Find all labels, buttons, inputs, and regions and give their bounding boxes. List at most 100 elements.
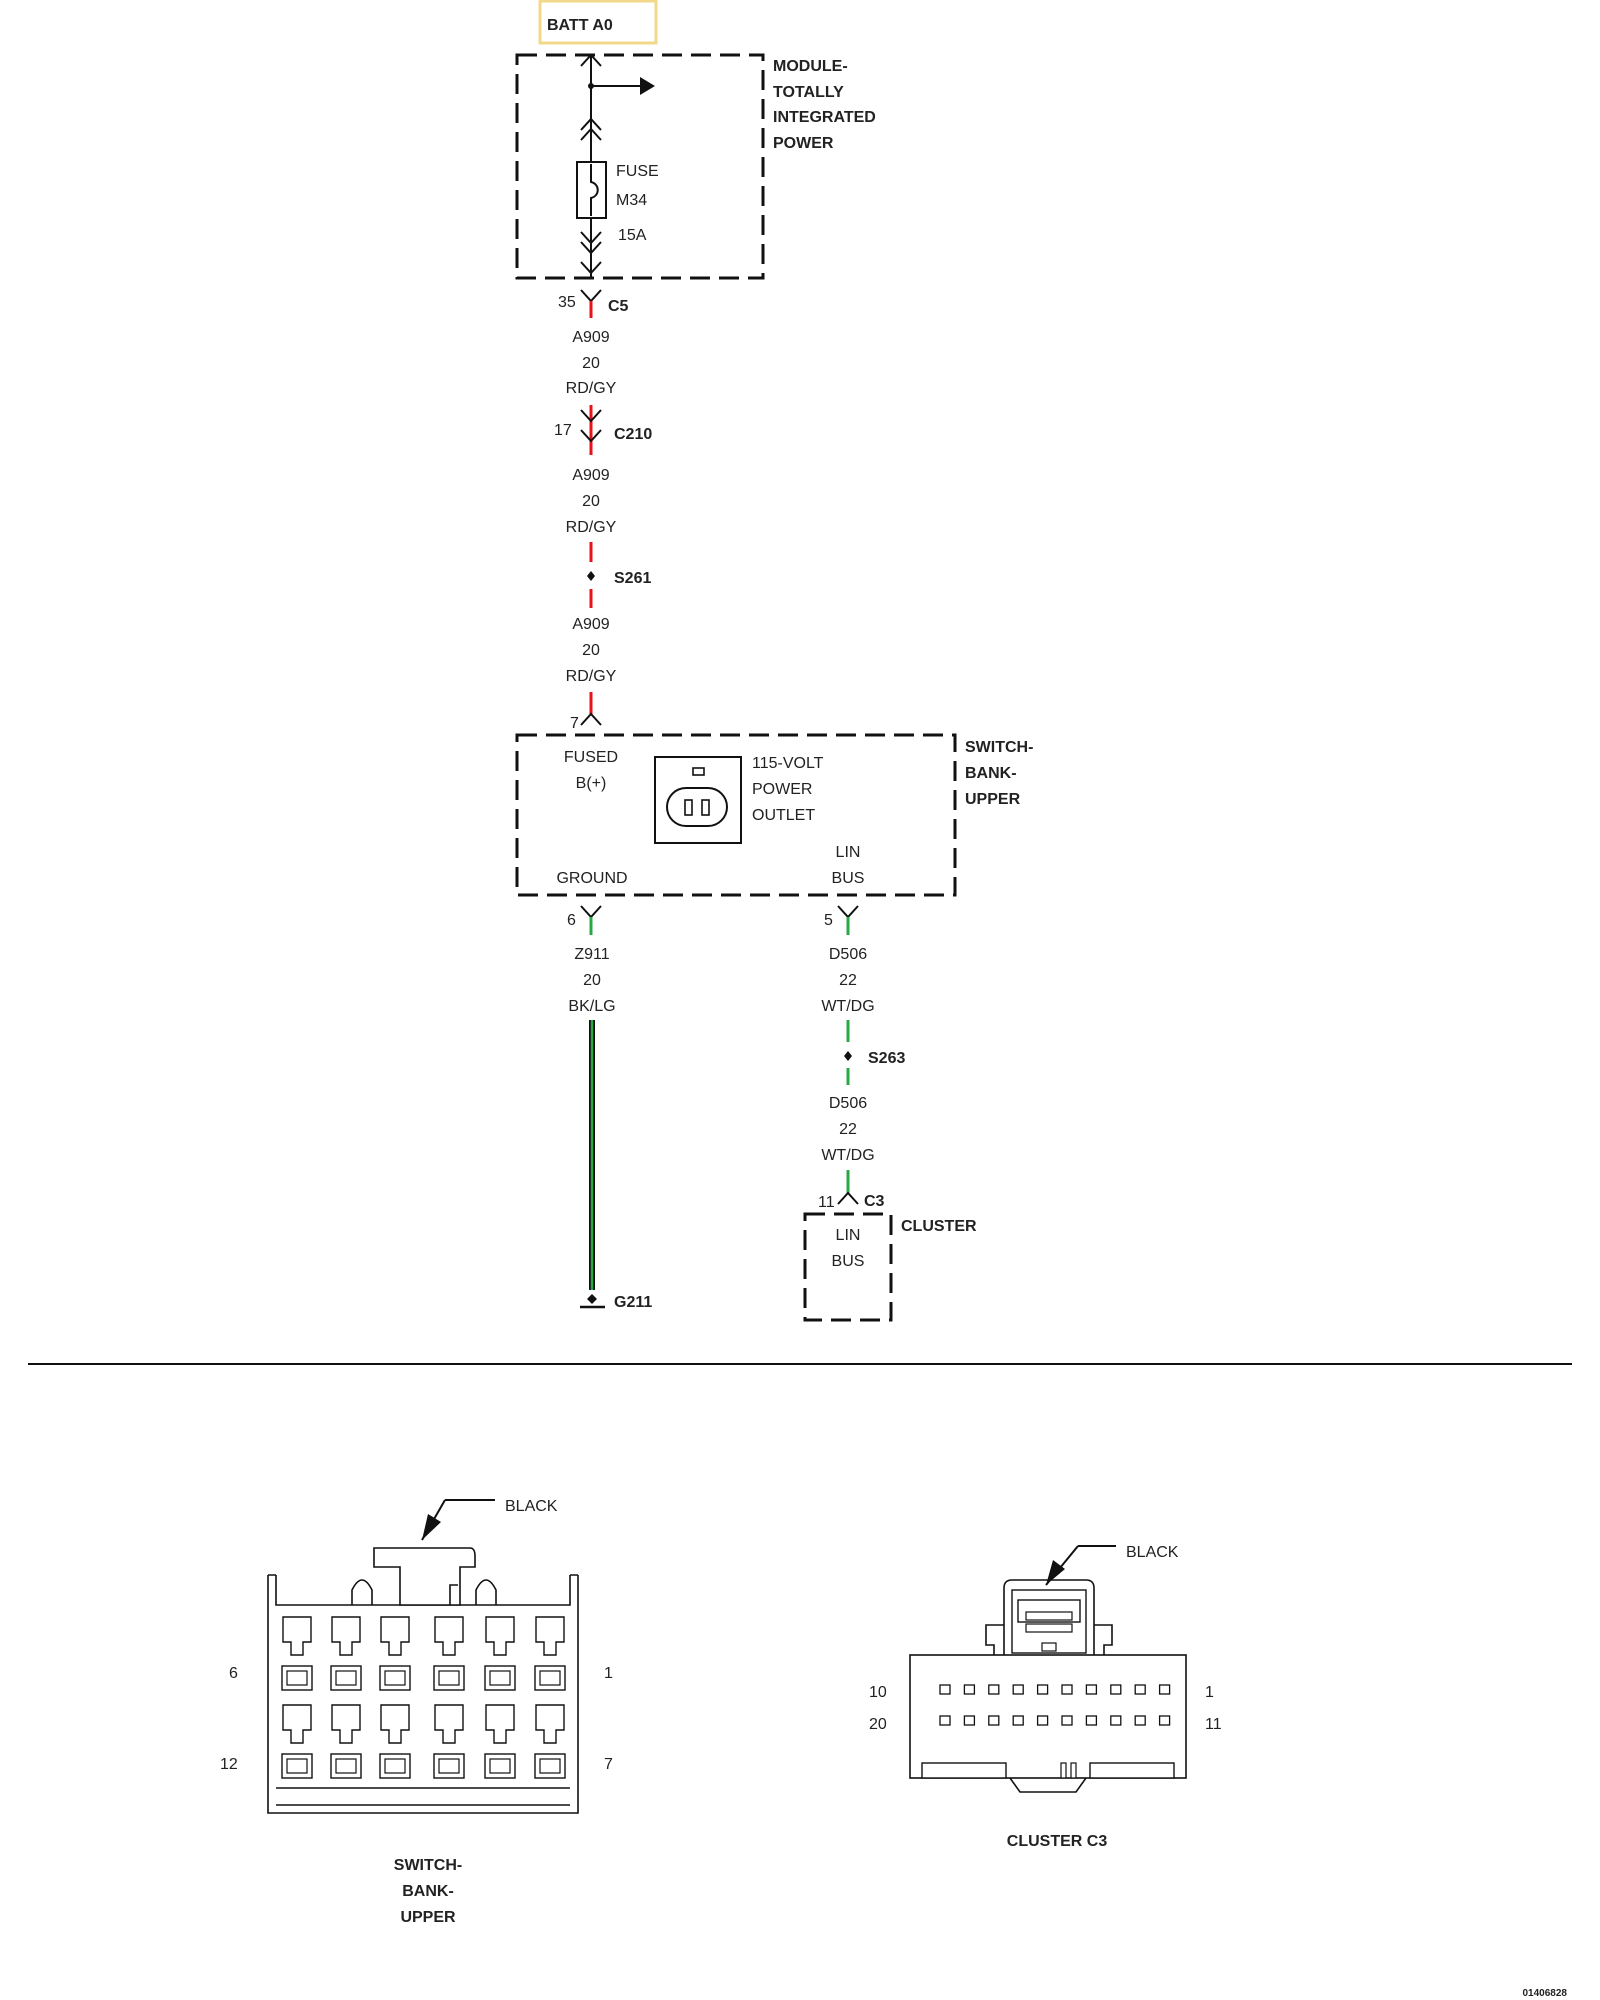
batt-label-box [538, 0, 658, 45]
pin-cavity [1110, 1684, 1122, 1695]
pin-cavity [939, 1715, 951, 1726]
switch-bank-upper-box [515, 733, 957, 897]
connector-c3-icon [837, 1191, 859, 1205]
pin-cavity [1036, 1684, 1049, 1695]
module-title-3: INTEGRATED [773, 109, 876, 126]
left-connector-color: BLACK [505, 1498, 558, 1515]
pin-cavity [988, 1684, 1000, 1695]
cluster-connector: C3 [864, 1193, 885, 1210]
wire-a909-circuit-1: A909 [572, 329, 609, 346]
right-caption: CLUSTER C3 [1007, 1833, 1108, 1850]
module-title-1: MODULE- [773, 58, 848, 75]
pin-cavity [379, 1704, 411, 1779]
pin-cavity [963, 1684, 976, 1695]
pin-cavity [1158, 1684, 1171, 1695]
cluster-c3-pin-grid [939, 1684, 1171, 1726]
pin-cavity [1061, 1684, 1073, 1695]
connector-sb-pin7-icon [580, 712, 602, 726]
pin-cavity [1012, 1715, 1024, 1726]
pin-cavity [484, 1616, 516, 1691]
left-caption-1: SWITCH- [394, 1857, 462, 1874]
wire-z911-circuit: Z911 [574, 946, 609, 963]
left-caption-3: UPPER [400, 1909, 456, 1926]
sb-fused-1: FUSED [564, 749, 618, 766]
cluster-lin-2: BUS [832, 1253, 865, 1270]
g211-name: G211 [614, 1294, 652, 1311]
pin-cavity [330, 1704, 362, 1779]
sb-ground: GROUND [556, 870, 627, 887]
c210-pin: 17 [554, 422, 572, 439]
splice-s261-icon [587, 571, 595, 581]
pin-cavity [1134, 1715, 1146, 1726]
wire-a909-gauge-1: 20 [582, 355, 600, 372]
s261-name: S261 [614, 570, 651, 587]
fuse-label: FUSE [616, 163, 659, 180]
sb-pin-in: 7 [570, 715, 579, 732]
wire-d506-circuit-2: D506 [829, 1095, 867, 1112]
sb-pin-ground: 6 [567, 912, 576, 929]
pin-cavity [534, 1704, 566, 1779]
connector-c210-icon [580, 409, 602, 423]
pin-cavity [963, 1715, 976, 1726]
s263-name: S263 [868, 1050, 905, 1067]
left-pin-12: 12 [220, 1756, 238, 1773]
wire-z911-color: BK/LG [568, 998, 615, 1015]
cluster-pin: 11 [818, 1194, 835, 1211]
pin-cavity [281, 1704, 313, 1779]
cluster-box [803, 1212, 893, 1322]
pin-cavity [433, 1616, 465, 1691]
wire-d506-gauge-2: 22 [839, 1121, 857, 1138]
right-pin-20: 20 [869, 1716, 887, 1733]
right-pin-11: 11 [1205, 1716, 1222, 1733]
outlet-label-2: POWER [752, 781, 812, 798]
pin-cavity [1134, 1684, 1146, 1695]
sb-lin-1: LIN [836, 844, 861, 861]
pin-cavity [534, 1616, 566, 1691]
power-outlet-icon [654, 756, 742, 844]
pin-cavity [281, 1616, 313, 1691]
pin-cavity [1085, 1715, 1098, 1726]
figure-id: 01406828 [1523, 1988, 1568, 1999]
pin-cavity [379, 1616, 411, 1691]
wire-a909-gauge-3: 20 [582, 642, 600, 659]
pin-cavity [330, 1616, 362, 1691]
module-tipm-box [515, 53, 765, 280]
fuse-rating: 15A [618, 227, 647, 244]
outlet-label-1: 115-VOLT [752, 755, 824, 772]
wire-d506-color-2: WT/DG [821, 1147, 874, 1164]
wire-d506-gauge-1: 22 [839, 972, 857, 989]
sb-title-3: UPPER [965, 791, 1021, 808]
sb-fused-2: B(+) [576, 775, 607, 792]
wire-a909-circuit-3: A909 [572, 616, 609, 633]
pin-cavity [433, 1704, 465, 1779]
pin-cavity [988, 1715, 1000, 1726]
pin-cavity [1158, 1715, 1171, 1726]
switch-bank-pin-grid [281, 1616, 566, 1779]
right-connector-color: BLACK [1126, 1544, 1179, 1561]
wire-z911-gauge: 20 [583, 972, 601, 989]
wire-a909-color-3: RD/GY [566, 668, 617, 685]
wire-a909-color-1: RD/GY [566, 380, 617, 397]
connector-c5-icon [580, 289, 602, 303]
wire-a909-circuit-2: A909 [572, 467, 609, 484]
sb-lin-2: BUS [832, 870, 865, 887]
left-caption-2: BANK- [402, 1883, 454, 1900]
module-title-2: TOTALLY [773, 84, 844, 101]
left-pin-6: 6 [229, 1665, 238, 1682]
pin-cavity [1061, 1715, 1073, 1726]
batt-label: BATT A0 [547, 17, 613, 34]
c210-name: C210 [614, 426, 652, 443]
module-internal-wiring [580, 53, 655, 278]
connector-sb-pin5-icon [837, 905, 859, 919]
pin-cavity [1085, 1684, 1098, 1695]
arrow-black-left-icon [422, 1514, 441, 1540]
arrow-right-icon [640, 77, 655, 95]
sb-pin-lin: 5 [824, 912, 833, 929]
module-title-4: POWER [773, 135, 834, 152]
c5-name: C5 [608, 298, 629, 315]
wire-a909-color-2: RD/GY [566, 519, 617, 536]
left-pin-1: 1 [604, 1665, 613, 1682]
pin-cavity [939, 1684, 951, 1695]
wire-a909-gauge-2: 20 [582, 493, 600, 510]
